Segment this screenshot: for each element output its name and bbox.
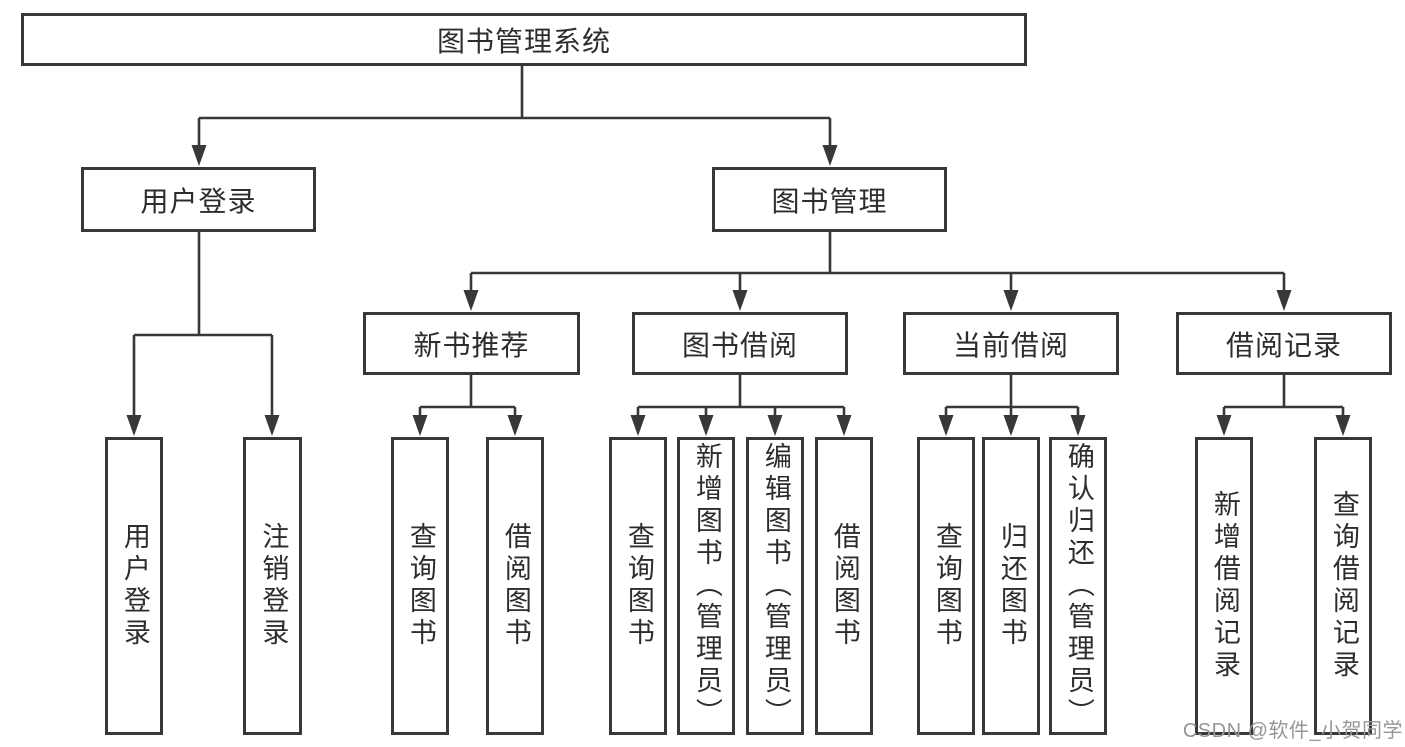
arrow-down-icon: [698, 415, 714, 436]
arrow-down-icon: [463, 290, 479, 311]
node-label: 借阅记录: [1225, 329, 1342, 361]
node-label: 查询借阅记录: [1328, 490, 1359, 682]
arrow-down-icon: [1216, 415, 1232, 436]
node-label: 用户登录: [140, 185, 257, 217]
node-borrow-records: 借阅记录: [1176, 312, 1392, 375]
node-label: 查询图书: [405, 522, 436, 650]
leaf-borrow-add-books-admin: 新增图书（管理员）: [677, 437, 735, 735]
node-book-management: 图书管理: [712, 167, 947, 232]
node-label: 当前借阅: [952, 329, 1069, 361]
arrow-down-icon: [822, 145, 838, 166]
node-label: 确认归还（管理员）: [1063, 442, 1094, 730]
leaf-current-query-books: 查询图书: [917, 437, 975, 735]
arrow-down-icon: [191, 145, 207, 166]
arrow-down-icon: [1070, 415, 1086, 436]
arrow-down-icon: [767, 415, 783, 436]
node-label: 查询图书: [931, 522, 962, 650]
node-book-borrow: 图书借阅: [632, 312, 848, 375]
arrow-down-icon: [1276, 290, 1292, 311]
arrow-down-icon: [630, 415, 646, 436]
leaf-current-confirm-return-admin: 确认归还（管理员）: [1049, 437, 1107, 735]
arrow-down-icon: [1335, 415, 1351, 436]
node-label: 图书借阅: [681, 329, 798, 361]
node-label: 注销登录: [258, 522, 289, 650]
node-label: 图书管理: [771, 185, 888, 217]
leaf-logout: 注销登录: [243, 437, 302, 735]
arrow-down-icon: [1003, 290, 1019, 311]
node-label: 借阅图书: [829, 522, 860, 650]
arrow-down-icon: [732, 290, 748, 311]
node-label: 图书管理系统: [436, 25, 611, 57]
watermark: CSDN @软件_小贺同学: [1182, 720, 1403, 742]
leaf-records-query-record: 查询借阅记录: [1314, 437, 1372, 735]
node-label: 新增借阅记录: [1209, 490, 1240, 682]
leaf-recommend-borrow-books: 借阅图书: [486, 437, 544, 735]
node-label: 借阅图书: [500, 522, 531, 650]
arrow-down-icon: [938, 415, 954, 436]
arrow-down-icon: [1003, 415, 1019, 436]
leaf-borrow-edit-books-admin: 编辑图书（管理员）: [746, 437, 804, 735]
leaf-records-add-record: 新增借阅记录: [1195, 437, 1253, 735]
leaf-current-return-books: 归还图书: [982, 437, 1040, 735]
arrow-down-icon: [836, 415, 852, 436]
node-label: 归还图书: [996, 522, 1027, 650]
tree-edges: [132, 66, 1345, 420]
leaf-user-login: 用户登录: [105, 437, 163, 735]
arrow-down-icon: [264, 415, 280, 436]
arrow-down-icon: [507, 415, 523, 436]
node-new-book-recommend: 新书推荐: [363, 312, 580, 375]
node-label: 新书推荐: [413, 329, 530, 361]
arrow-down-icon: [126, 415, 142, 436]
arrow-down-icon: [412, 415, 428, 436]
leaf-recommend-query-books: 查询图书: [391, 437, 449, 735]
node-current-borrow: 当前借阅: [903, 312, 1119, 375]
node-label: 查询图书: [623, 522, 654, 650]
leaf-borrow-query-books: 查询图书: [609, 437, 667, 735]
node-library-management-system: 图书管理系统: [21, 13, 1027, 66]
node-user-login: 用户登录: [81, 167, 316, 232]
node-label: 新增图书（管理员）: [691, 442, 722, 730]
node-label: 编辑图书（管理员）: [760, 442, 791, 730]
node-label: 用户登录: [119, 522, 150, 650]
arrowheads: [126, 145, 1351, 436]
leaf-borrow-borrow-books: 借阅图书: [815, 437, 873, 735]
